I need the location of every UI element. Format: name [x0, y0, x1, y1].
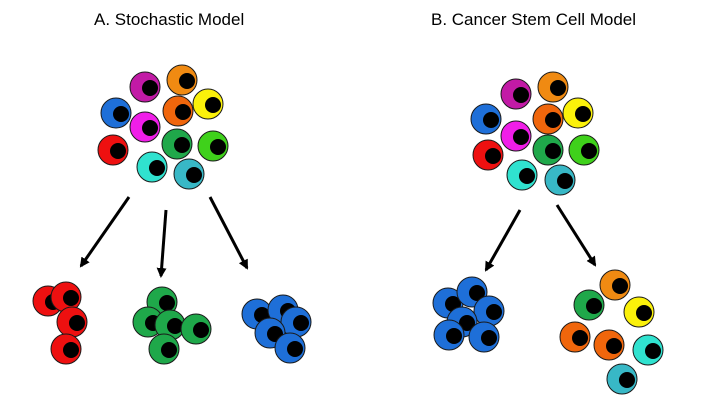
- yellow-cell: [562, 97, 594, 129]
- magenta-cell: [129, 71, 161, 103]
- blue-cell: [473, 295, 505, 327]
- panel-a-title: A. Stochastic Model: [94, 10, 245, 29]
- blue-cell: [274, 332, 306, 364]
- pink-cell: [129, 111, 161, 143]
- turquoise-cell: [506, 159, 538, 191]
- arrow-a-blue: [208, 196, 249, 270]
- teal-cell: [606, 363, 638, 395]
- panel-b-tumor: [470, 71, 600, 196]
- blue-cell: [280, 306, 312, 338]
- panel-b-title: B. Cancer Stem Cell Model: [431, 10, 637, 29]
- panel-a-red-cluster: [32, 281, 88, 365]
- panel-a-tumor: [97, 64, 229, 190]
- red-cell: [472, 139, 504, 171]
- red-cell: [97, 134, 129, 166]
- panel-a-blue-cluster: [241, 294, 312, 364]
- green-cell: [573, 289, 605, 321]
- arrow-a-red: [79, 196, 131, 268]
- blue-cell: [433, 319, 465, 351]
- orange-cell: [599, 269, 631, 301]
- arrow-b-blue: [484, 209, 522, 272]
- teal-cell: [544, 164, 576, 196]
- lime-cell: [197, 130, 229, 162]
- red-cell: [50, 333, 82, 365]
- panel-b-blue-cluster: [432, 276, 505, 353]
- turquoise-cell: [136, 151, 168, 183]
- green-cell: [161, 128, 193, 160]
- dark-orange-cell: [559, 321, 591, 353]
- green-cell: [154, 309, 186, 341]
- dark-orange-cell: [593, 329, 625, 361]
- orange-cell: [537, 71, 569, 103]
- yellow-cell: [623, 296, 655, 328]
- lime-cell: [568, 134, 600, 166]
- red-cell: [56, 306, 88, 338]
- panel-b-diverse-cluster: [559, 269, 664, 395]
- blue-cell: [470, 103, 502, 135]
- pink-cell: [500, 120, 532, 152]
- teal-cell: [173, 158, 205, 190]
- yellow-cell: [192, 88, 224, 120]
- dark-orange-cell: [532, 103, 564, 135]
- red-cell: [50, 281, 82, 313]
- arrow-b-diverse: [555, 204, 597, 267]
- green-cell: [180, 313, 212, 345]
- blue-cell: [100, 97, 132, 129]
- panel-a-green-cluster: [132, 286, 212, 365]
- green-cell: [532, 134, 564, 166]
- green-cell: [148, 333, 180, 365]
- dark-orange-cell: [162, 95, 194, 127]
- magenta-cell: [500, 78, 532, 110]
- orange-cell: [166, 64, 198, 96]
- blue-cell: [468, 321, 500, 353]
- turquoise-cell: [632, 334, 664, 366]
- arrow-a-green: [156, 209, 168, 278]
